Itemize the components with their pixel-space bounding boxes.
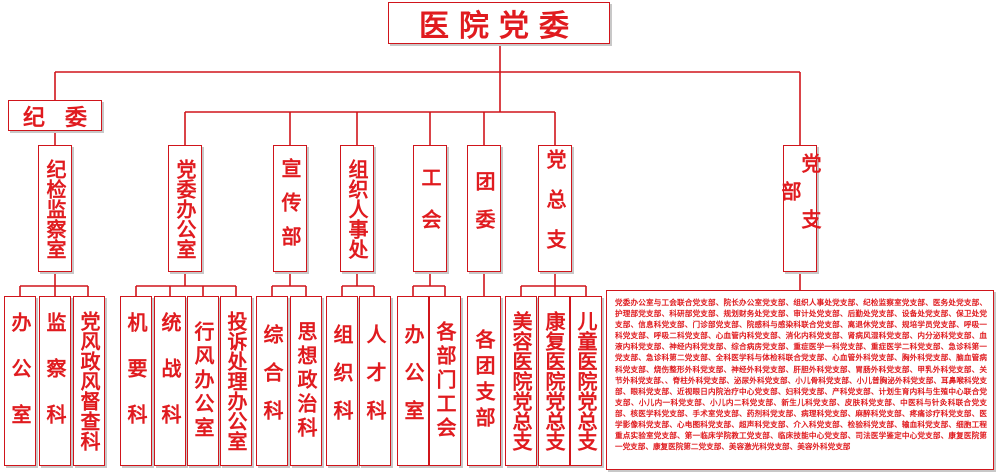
discipline-committee-right-char: 委 [64,105,87,131]
dept-party-branch: 党支部 [778,145,822,272]
dept-label: 工会 [418,166,442,251]
unit-cosmetic-hospital-branch: 美容医院党总支 [505,296,537,466]
unit-union-office: 办公室 [397,296,429,466]
dept-youth-league: 团委 [467,145,501,272]
unit-label: 组织科 [330,324,354,438]
dept-party-committee-office: 党委办公室 [168,145,202,272]
dept-label: 党支部 [778,152,822,265]
unit-label: 办公室 [401,324,425,438]
dept-label: 党委办公室 [173,158,197,259]
unit-label: 机要科 [124,312,148,450]
dept-label: 党总支 [543,148,567,269]
dept-general-branch: 党总支 [538,145,572,272]
dept-label: 纪检监察室 [43,158,67,259]
unit-label: 投诉处理办公室 [224,311,248,451]
unit-label: 办公室 [8,312,32,450]
unit-label: 综合科 [260,324,284,438]
unit-label: 康复医院党总支 [542,311,566,451]
party-branch-list: 党委办公室与工会联合党支部、院长办公室党支部、组织人事处党支部、纪检监察室党支部… [606,290,994,470]
unit-ideology-section: 思想政治科 [290,296,322,466]
unit-label: 统战科 [158,312,182,450]
unit-office: 办公室 [4,296,36,466]
unit-united-front-section: 统战科 [154,296,186,466]
unit-childrens-hospital-branch: 儿童医院党总支 [570,296,602,466]
dept-label: 组织人事处 [345,158,369,259]
unit-confidential-section: 机要科 [120,296,152,466]
unit-league-branches: 各团支部 [467,296,501,466]
unit-supervision-section: 监察科 [39,296,71,466]
dept-trade-union: 工会 [413,145,447,272]
unit-department-unions: 各部门工会 [429,296,461,466]
discipline-committee-left-char: 纪 [23,105,46,131]
unit-label: 各团支部 [472,329,496,433]
unit-label: 党风政风督查科 [77,311,101,451]
unit-label: 美容医院党总支 [509,311,533,451]
unit-conduct-inspection-section: 党风政风督查科 [73,296,105,466]
dept-label: 团委 [472,170,496,247]
unit-label: 儿童医院党总支 [574,311,598,451]
unit-label: 人才科 [363,324,387,438]
unit-label: 行风办公室 [191,321,215,441]
dept-label: 宣传部 [278,157,302,260]
dept-discipline-inspection-office: 纪检监察室 [38,145,72,272]
unit-label: 监察科 [43,312,67,450]
unit-label: 思想政治科 [294,321,318,441]
dept-organization-personnel: 组织人事处 [340,145,374,272]
unit-talent-section: 人才科 [359,296,391,466]
unit-organization-section: 组织科 [326,296,358,466]
unit-rehab-hospital-branch: 康复医院党总支 [538,296,570,466]
unit-conduct-office: 行风办公室 [187,296,219,466]
unit-general-section: 综合科 [256,296,288,466]
discipline-committee: 纪 委 [8,100,102,131]
unit-label: 各部门工会 [433,321,457,441]
unit-complaint-office: 投诉处理办公室 [220,296,252,466]
dept-publicity: 宣传部 [273,145,307,272]
root-party-committee: 医院党委 [388,2,610,44]
